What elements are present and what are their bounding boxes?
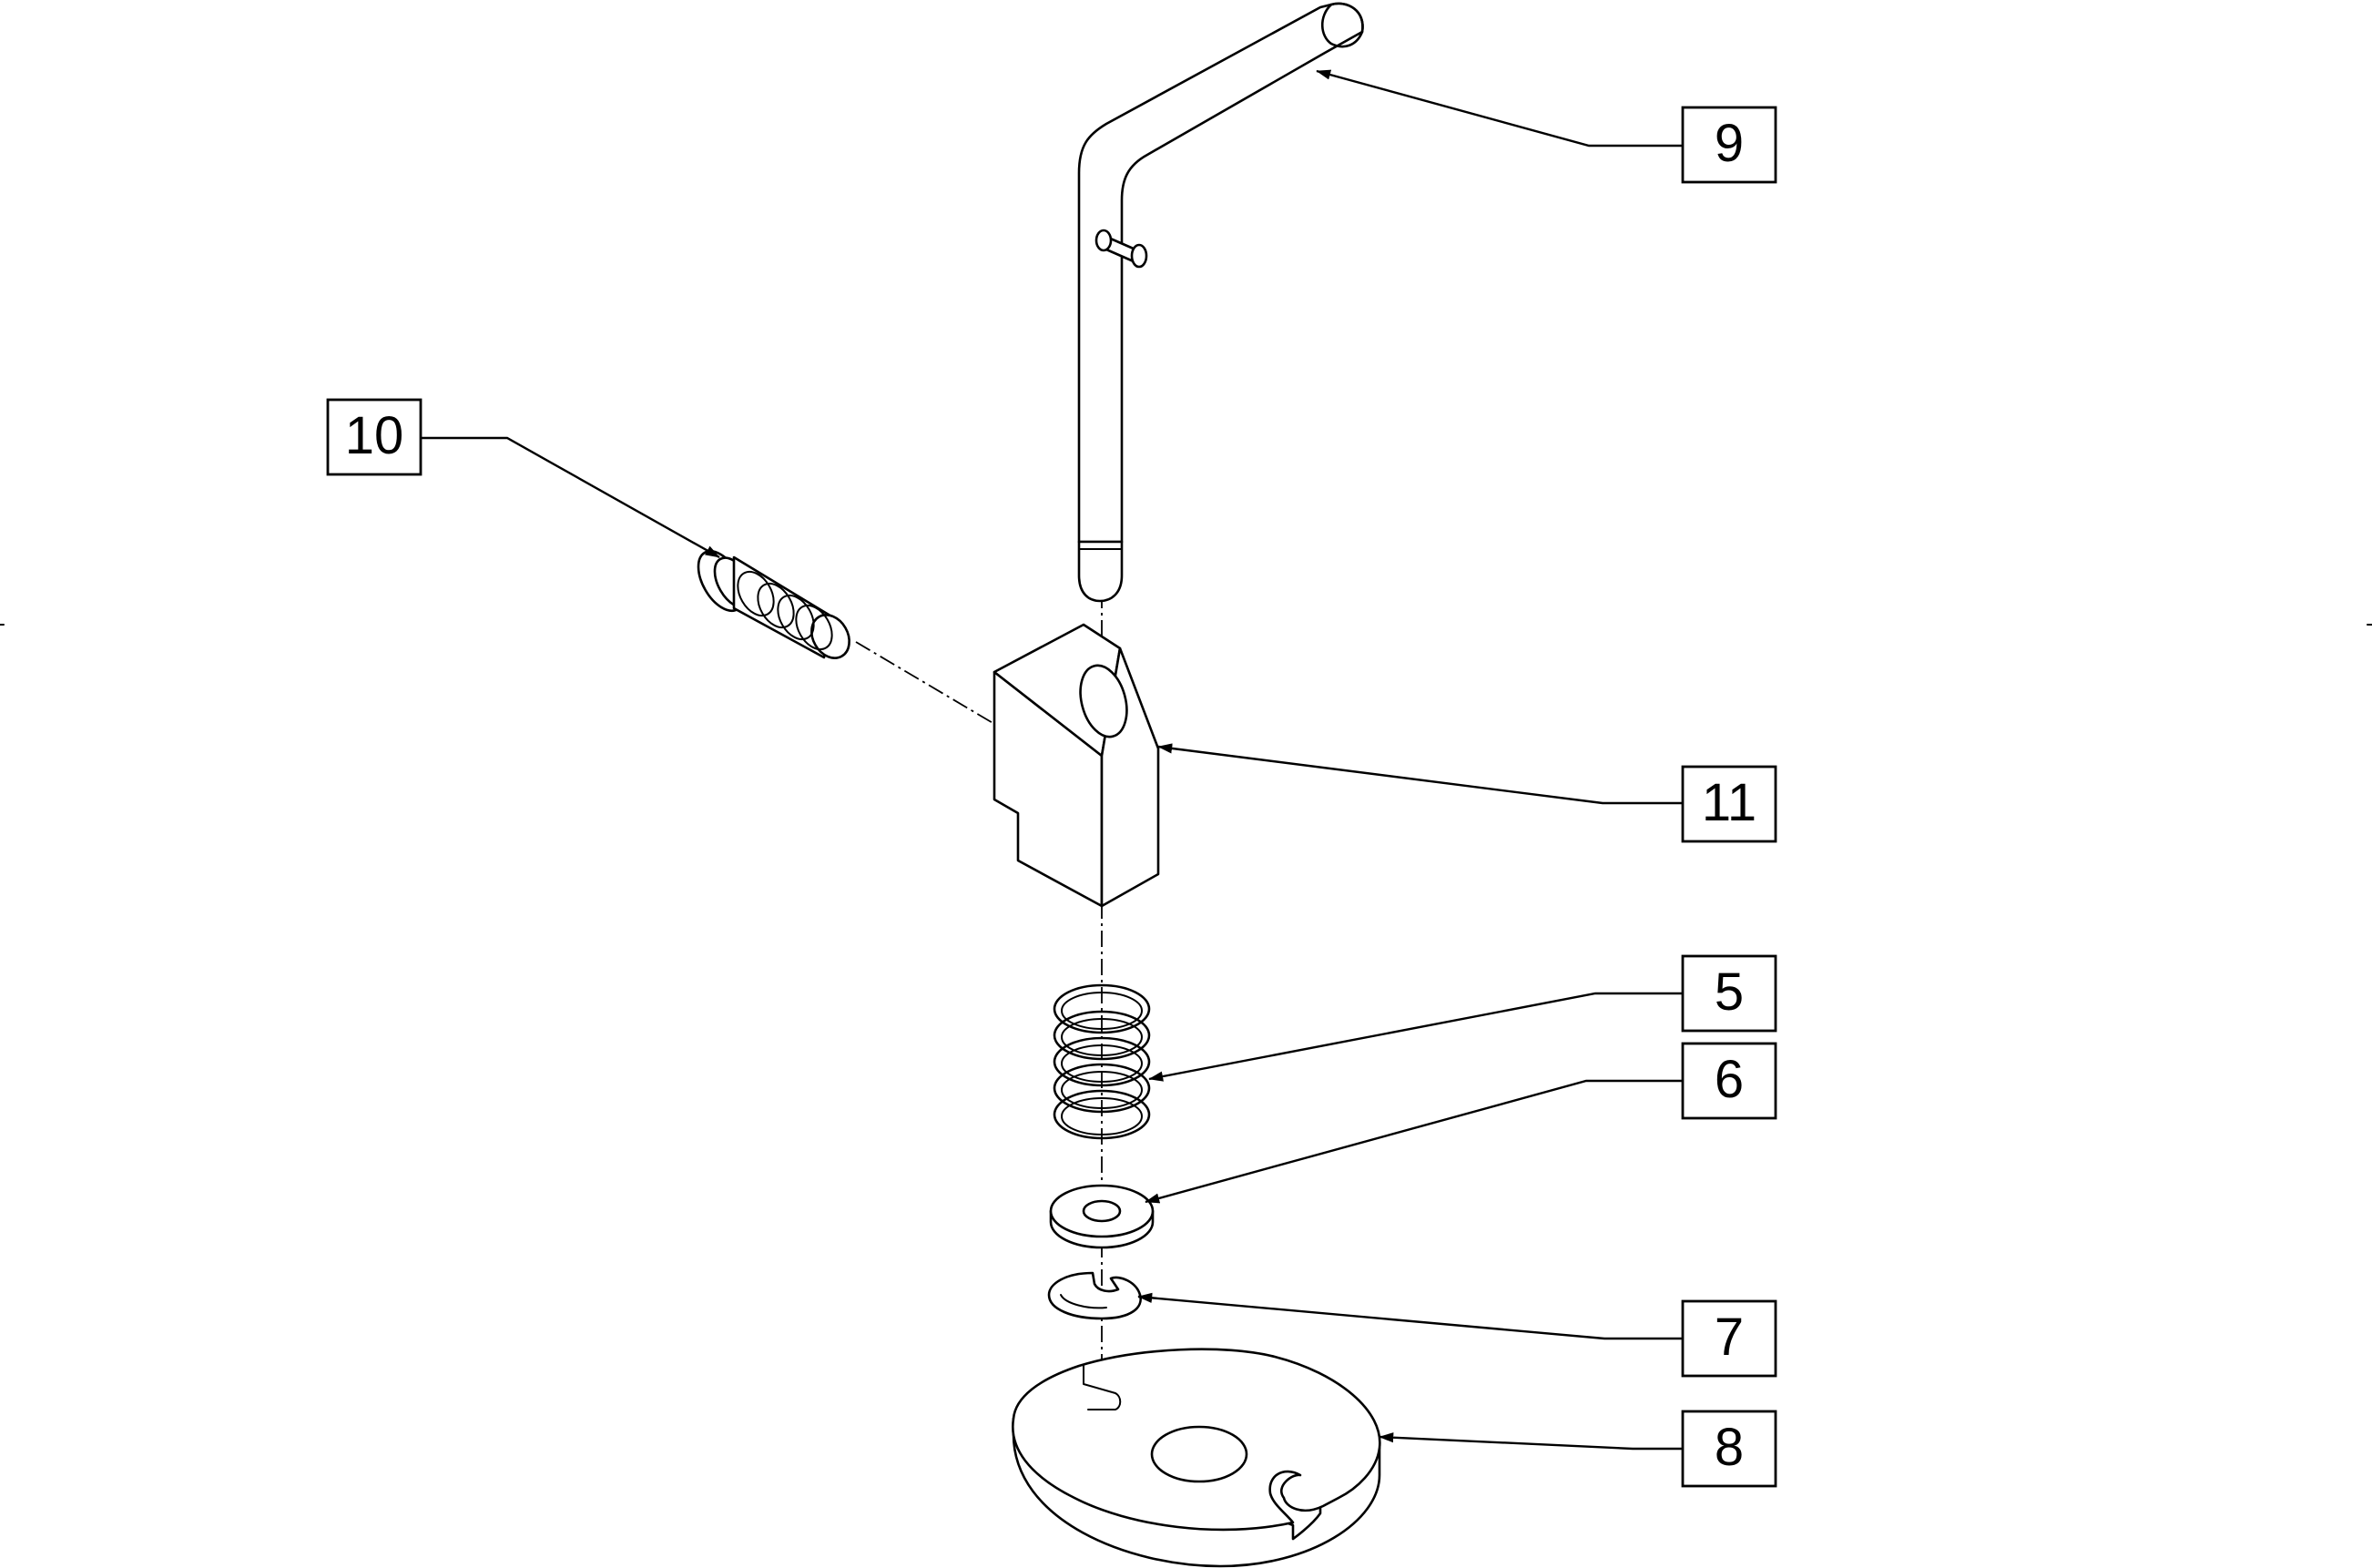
callout-7: 7 xyxy=(1681,1299,1777,1378)
bolt-centerline xyxy=(855,641,995,725)
flat-washer-icon xyxy=(1049,1184,1155,1249)
callout-6: 6 xyxy=(1681,1042,1777,1120)
callout-label-10: 10 xyxy=(345,406,404,465)
callout-label-11: 11 xyxy=(1702,773,1756,832)
callout-10: 10 xyxy=(326,398,422,476)
callout-5: 5 xyxy=(1681,954,1777,1033)
leader-7 xyxy=(1137,1292,1683,1340)
bent-pin-icon xyxy=(1077,2,1364,603)
leader-6 xyxy=(1145,1079,1683,1204)
leader-10 xyxy=(419,436,720,559)
callout-label-8: 8 xyxy=(1715,1418,1744,1477)
leader-8 xyxy=(1379,1432,1683,1451)
callout-label-7: 7 xyxy=(1715,1308,1744,1367)
latch-block-icon xyxy=(993,623,1160,908)
compression-spring-icon xyxy=(1053,983,1151,1140)
e-clip-icon xyxy=(1047,1271,1142,1320)
callout-label-9: 9 xyxy=(1715,114,1744,173)
shoulder-bolt-icon xyxy=(697,549,850,659)
callout-8: 8 xyxy=(1681,1410,1777,1488)
callout-9: 9 xyxy=(1681,106,1777,184)
slotted-plate-icon xyxy=(1012,1348,1381,1568)
callout-label-5: 5 xyxy=(1715,962,1744,1022)
leader-5 xyxy=(1148,992,1683,1082)
callout-label-6: 6 xyxy=(1715,1050,1744,1109)
leader-9 xyxy=(1316,69,1683,148)
leader-11 xyxy=(1157,743,1683,805)
callout-11: 11 xyxy=(1681,765,1777,843)
